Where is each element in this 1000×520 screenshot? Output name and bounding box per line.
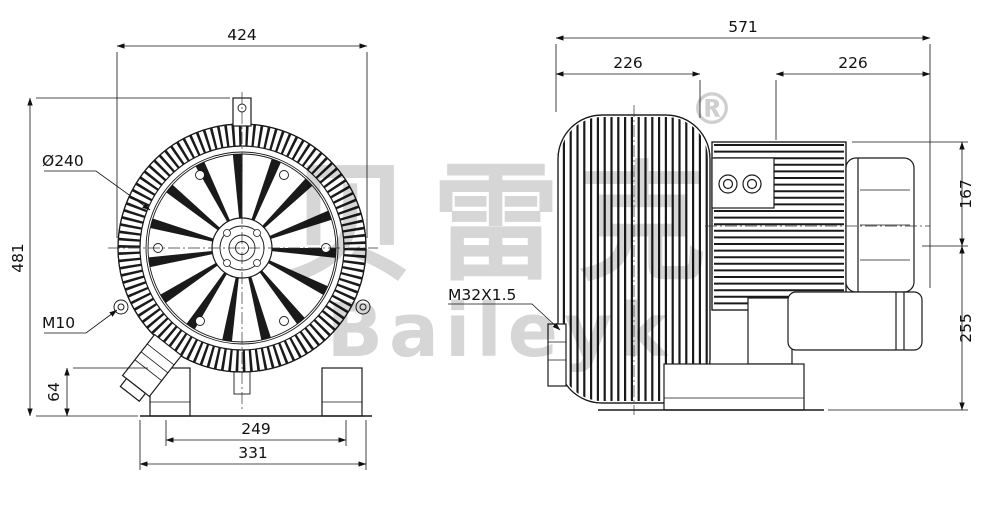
watermark: 贝雷克 ® Baileyk xyxy=(286,84,734,374)
face-bolt-holes xyxy=(153,170,331,326)
front-height-dim: 481 xyxy=(9,243,27,273)
outlet-muffler xyxy=(787,291,923,351)
side-dimensions xyxy=(448,35,968,411)
base-pedestal xyxy=(598,363,824,411)
watermark-latin: Baileyk xyxy=(327,288,674,374)
side-total-length-dim: 571 xyxy=(728,18,758,36)
watermark-cn: 贝雷克 xyxy=(286,150,724,299)
front-feet-span-dim: 249 xyxy=(241,420,271,438)
mounting-feet xyxy=(140,367,372,417)
side-right-section-dim: 226 xyxy=(838,54,868,72)
front-base-width-dim: 331 xyxy=(238,444,268,462)
front-view xyxy=(108,92,378,417)
side-dimension-labels: 571 226 226 167 255 M32X1.5 xyxy=(448,18,975,343)
front-diameter-label: Ø240 xyxy=(42,152,84,170)
side-view xyxy=(547,105,930,415)
side-lower-height-dim: 255 xyxy=(957,313,975,343)
registered-trademark-symbol: ® xyxy=(690,84,734,135)
front-foot-height-dim: 64 xyxy=(45,382,63,402)
motor-end-cowl xyxy=(845,157,915,293)
side-upper-height-dim: 167 xyxy=(957,179,975,209)
centerlines-side xyxy=(633,105,930,415)
side-left-section-dim: 226 xyxy=(613,54,643,72)
centerlines-front xyxy=(108,92,378,410)
side-thread-label: M32X1.5 xyxy=(448,286,516,304)
front-thread-label: M10 xyxy=(42,314,75,332)
mounting-ears xyxy=(113,299,371,315)
front-top-width-dim: 424 xyxy=(227,26,257,44)
outlet-elbow xyxy=(747,297,793,365)
front-dimension-labels: 424 481 Ø240 M10 64 249 331 xyxy=(9,26,271,462)
terminal-box xyxy=(711,157,775,209)
inlet-silencer xyxy=(119,333,183,403)
front-dimensions xyxy=(27,43,368,470)
